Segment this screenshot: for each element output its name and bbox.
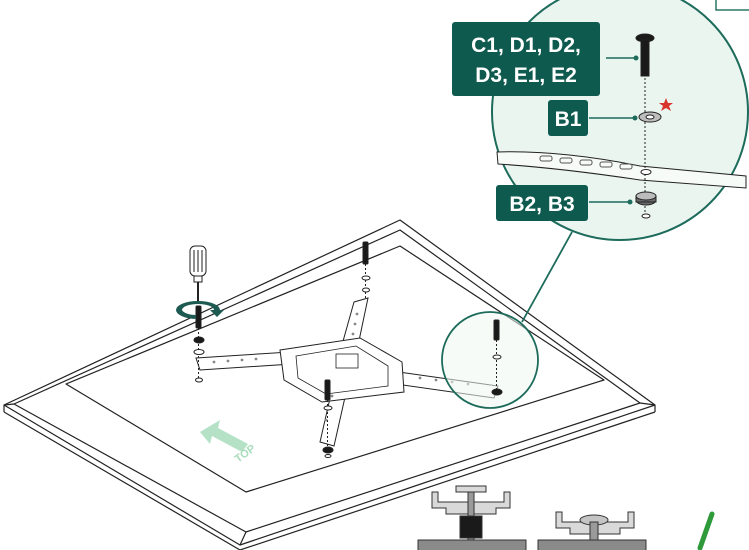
bracket-arm-detail-slots	[539, 155, 633, 170]
spacer-detail-view	[417, 485, 527, 550]
screw-stack-lower	[322, 379, 334, 458]
part-label-spacer: B2, B3	[496, 185, 588, 221]
washer-part	[638, 111, 662, 123]
part-label-washer: B1	[548, 100, 588, 136]
screw-stacks	[193, 241, 371, 458]
spacer-part	[635, 191, 657, 219]
bracket-arm-detail	[496, 151, 747, 189]
part-label-screws-line1: C1, D1, D2,	[471, 34, 581, 57]
spacer-detail-surface	[417, 539, 527, 550]
detail-callout-small	[441, 311, 539, 409]
bracket-plate-inner	[295, 345, 389, 395]
part-label-spacer-text: B2, B3	[509, 193, 574, 216]
top-right-note-box	[715, 0, 749, 11]
callout-leader-line	[521, 231, 573, 323]
screw-stack-left	[193, 305, 205, 383]
bracket-slot	[335, 353, 359, 369]
screw-part	[635, 33, 655, 77]
part-label-washer-text: B1	[555, 108, 582, 131]
screw-stack-right	[491, 319, 503, 396]
check-mark-icon	[697, 511, 715, 550]
screw-stack-upper	[361, 241, 371, 300]
star-icon	[659, 98, 673, 111]
washer-detail-view	[537, 511, 647, 550]
rotate-arrow-icon	[175, 301, 224, 319]
top-arrow-shape	[200, 420, 248, 452]
screwdriver-icon	[189, 245, 207, 304]
part-label-screws: C1, D1, D2, D3, E1, E2	[452, 22, 600, 96]
washer-detail-surface	[537, 539, 647, 550]
part-label-screws-line2: D3, E1, E2	[475, 64, 577, 87]
